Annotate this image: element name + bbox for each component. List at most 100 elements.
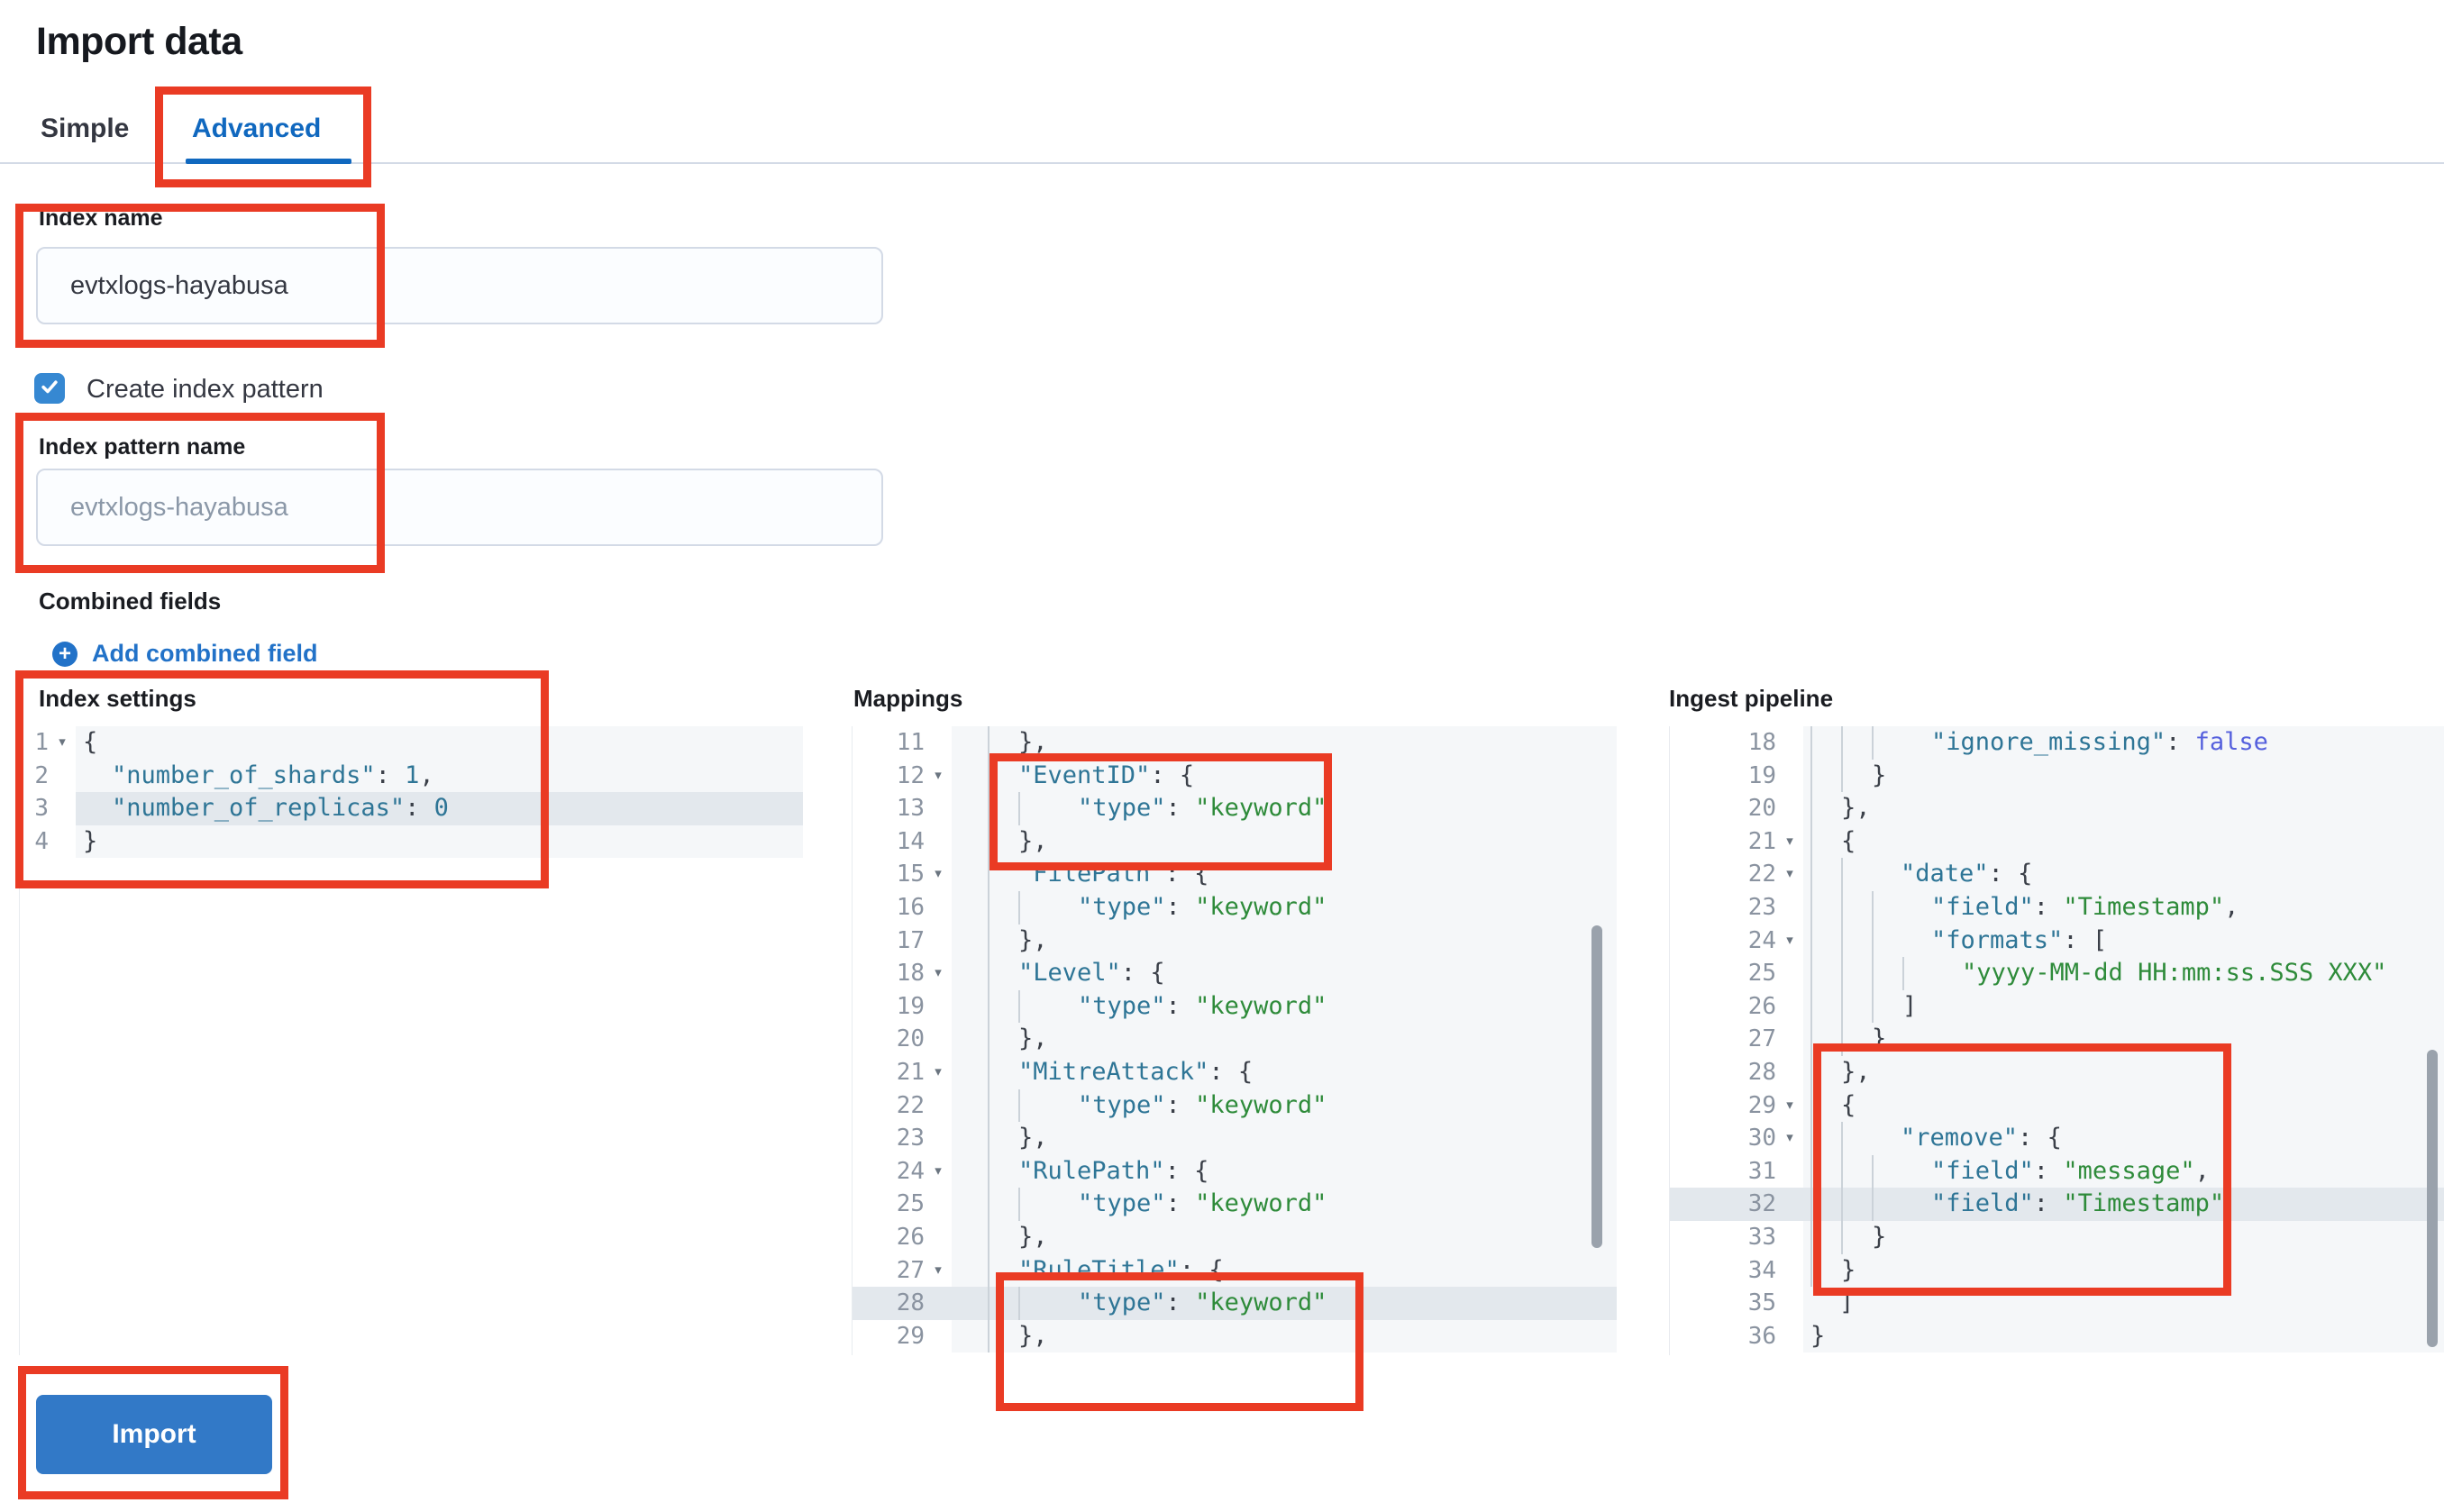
fold-arrow-icon[interactable]: ▾ <box>935 767 942 783</box>
line-number-gutter: 17 <box>853 924 952 958</box>
fold-arrow-icon[interactable]: ▾ <box>935 1063 942 1079</box>
fold-arrow-icon[interactable]: ▾ <box>1786 1097 1793 1113</box>
code-line: 31"field": "message", <box>1670 1154 2444 1189</box>
code-line: 22"type": "keyword" <box>853 1088 1617 1123</box>
indent-guide <box>1810 1220 1841 1254</box>
line-number-gutter: 19 <box>1670 759 1803 793</box>
index-settings-editor[interactable]: 1▾{2"number_of_shards": 1,3"number_of_re… <box>19 726 803 1355</box>
line-number-gutter: 26 <box>1670 989 1803 1024</box>
fold-arrow-icon[interactable]: ▾ <box>935 1262 942 1278</box>
indent-guide <box>988 1287 1018 1320</box>
indent-guide <box>1810 792 1841 825</box>
indent-guide <box>1872 957 1902 990</box>
indent-guide <box>988 1220 1018 1254</box>
indent-guide <box>988 1154 1018 1189</box>
code-line: 16"type": "keyword" <box>853 890 1617 925</box>
line-number-gutter: 19 <box>853 989 952 1024</box>
create-index-pattern-checkbox[interactable] <box>34 373 65 404</box>
mappings-editor[interactable]: 11},12▾"EventID": {13"type": "keyword"14… <box>852 726 1617 1355</box>
code-line: 1▾{ <box>20 726 803 760</box>
line-number-gutter: 27▾ <box>853 1253 952 1288</box>
indent-guide <box>1841 1023 1872 1056</box>
fold-arrow-icon[interactable]: ▾ <box>935 1162 942 1179</box>
line-number-gutter: 30▾ <box>1670 1122 1803 1155</box>
indent-guide <box>1810 1188 1841 1221</box>
indent-guide <box>1018 1188 1049 1221</box>
indent-guide <box>1810 890 1841 925</box>
line-number-gutter: 32 <box>1670 1188 1803 1221</box>
index-pattern-name-input[interactable] <box>36 469 883 546</box>
vertical-scrollbar-thumb[interactable] <box>1591 925 1602 1248</box>
indent-guide <box>1872 924 1902 958</box>
code-line: 22▾"date": { <box>1670 858 2444 891</box>
code-line: 23"field": "Timestamp", <box>1670 890 2444 925</box>
create-index-pattern-label: Create index pattern <box>87 375 324 404</box>
mappings-label: Mappings <box>853 685 963 712</box>
vertical-scrollbar-thumb[interactable] <box>2427 1050 2438 1347</box>
indent-guide <box>1841 890 1872 925</box>
line-number-gutter: 22 <box>853 1088 952 1123</box>
fold-arrow-icon[interactable]: ▾ <box>1786 866 1793 882</box>
line-number-gutter: 35 <box>1670 1287 1803 1320</box>
fold-arrow-icon[interactable]: ▾ <box>935 965 942 981</box>
indent-guide <box>988 759 1018 793</box>
indent-guide <box>1841 726 1872 760</box>
indent-guide <box>988 726 1018 760</box>
code-line: 28"type": "keyword" <box>853 1287 1617 1320</box>
line-number-gutter: 29 <box>853 1319 952 1353</box>
line-number-gutter: 29▾ <box>1670 1088 1803 1123</box>
line-number-gutter: 24▾ <box>1670 924 1803 958</box>
line-number-gutter: 1▾ <box>20 726 76 760</box>
code-line: 15▾"FilePath": { <box>853 858 1617 891</box>
fold-arrow-icon[interactable]: ▾ <box>1786 833 1793 849</box>
indent-guide <box>988 1253 1018 1288</box>
indent-guide <box>988 1055 1018 1089</box>
line-number-gutter: 12▾ <box>853 759 952 793</box>
code-line: 30▾"remove": { <box>1670 1122 2444 1155</box>
line-number-gutter: 25 <box>853 1188 952 1221</box>
indent-guide <box>1841 1188 1872 1221</box>
index-name-input[interactable] <box>36 247 883 324</box>
code-line: 11}, <box>853 726 1617 760</box>
indent-guide <box>988 924 1018 958</box>
code-line: 17}, <box>853 924 1617 958</box>
code-line: 27} <box>1670 1023 2444 1056</box>
line-number-gutter: 20 <box>853 1023 952 1056</box>
indent-guide <box>1810 759 1841 793</box>
fold-arrow-icon[interactable]: ▾ <box>59 734 66 750</box>
fold-arrow-icon[interactable]: ▾ <box>1786 1130 1793 1146</box>
add-combined-field-label: Add combined field <box>92 640 318 667</box>
indent-guide <box>1810 1253 1841 1288</box>
indent-guide <box>1872 989 1902 1024</box>
indent-guide <box>1018 989 1049 1024</box>
line-number-gutter: 16 <box>853 890 952 925</box>
tabs-divider <box>0 162 2444 164</box>
indent-guide <box>988 1188 1018 1221</box>
add-combined-field-link[interactable]: + Add combined field <box>52 640 318 668</box>
line-number-gutter: 13 <box>853 792 952 825</box>
code-line: 19} <box>1670 759 2444 793</box>
line-number-gutter: 33 <box>1670 1220 1803 1254</box>
import-button[interactable]: Import <box>36 1395 272 1474</box>
indent-guide <box>1810 957 1841 990</box>
indent-guide <box>988 1023 1018 1056</box>
line-number-gutter: 18 <box>1670 726 1803 760</box>
indent-guide <box>1902 957 1933 990</box>
indent-guide <box>1018 1287 1049 1320</box>
indent-guide <box>988 824 1018 859</box>
code-line: 4} <box>20 824 803 859</box>
tab-advanced[interactable]: Advanced <box>192 114 322 143</box>
line-number-gutter: 21▾ <box>1670 824 1803 859</box>
indent-guide <box>1810 924 1841 958</box>
indent-guide <box>1841 858 1872 891</box>
line-number-gutter: 24▾ <box>853 1154 952 1189</box>
tab-simple[interactable]: Simple <box>41 114 130 143</box>
line-number-gutter: 20 <box>1670 792 1803 825</box>
indent-guide <box>988 1319 1018 1353</box>
indent-guide <box>1841 759 1872 793</box>
fold-arrow-icon[interactable]: ▾ <box>935 866 942 882</box>
code-line: 36} <box>1670 1319 2444 1353</box>
fold-arrow-icon[interactable]: ▾ <box>1786 932 1793 948</box>
indent-guide <box>1841 1154 1872 1189</box>
